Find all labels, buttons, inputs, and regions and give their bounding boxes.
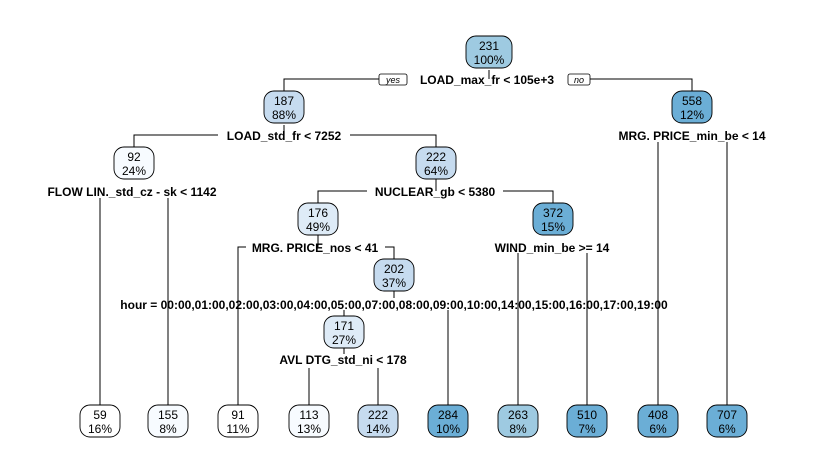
leaf-box <box>566 404 608 438</box>
node-value: 187 <box>274 94 294 108</box>
leaf-node-9: 408 6% <box>637 404 679 438</box>
tree-edges <box>99 70 728 405</box>
leaf-node-8: 510 7% <box>566 404 608 438</box>
leaf-node-2: 155 8% <box>147 404 189 438</box>
leaf-node-4: 113 13% <box>288 404 330 438</box>
node-value: 176 <box>308 206 328 220</box>
leaf-percent: 8% <box>159 422 177 436</box>
no-tag: no <box>567 73 591 86</box>
leaf-node-3: 91 11% <box>217 404 259 438</box>
split-label-3: FLOW LIN._std_cz - sk < 1142 <box>47 185 216 199</box>
no-label: no <box>574 75 584 85</box>
tree-node-558: 558 12% <box>671 90 713 124</box>
node-value: 231 <box>479 39 499 53</box>
node-value: 202 <box>384 262 404 276</box>
leaf-box <box>357 404 399 438</box>
split-label-6: WIND_min_be >= 14 <box>495 241 610 255</box>
tree-node-187: 187 88% <box>263 90 305 124</box>
leaf-percent: 6% <box>649 422 667 436</box>
yes-tag: yes <box>378 73 408 86</box>
split-label-0: LOAD_max_fr < 105e+3 <box>420 73 554 87</box>
node-box <box>113 146 155 180</box>
tree-node-222: 222 64% <box>415 146 457 180</box>
leaf-value: 510 <box>577 408 597 422</box>
node-box <box>415 146 457 180</box>
leaf-percent: 13% <box>297 422 321 436</box>
leaf-node-10: 707 6% <box>706 404 748 438</box>
node-percent: 49% <box>306 220 330 234</box>
leaf-node-1: 59 16% <box>79 404 121 438</box>
leaf-box <box>497 404 539 438</box>
leaf-percent: 16% <box>88 422 112 436</box>
leaf-node-7: 263 8% <box>497 404 539 438</box>
node-percent: 64% <box>424 164 448 178</box>
split-label-8: AVL DTG_std_ni < 178 <box>279 353 407 367</box>
split-label-4: NUCLEAR_gb < 5380 <box>375 185 496 199</box>
leaf-percent: 10% <box>436 422 460 436</box>
node-value: 92 <box>127 150 141 164</box>
leaf-value: 113 <box>299 408 318 422</box>
node-box <box>297 202 339 236</box>
tree-node-176: 176 49% <box>297 202 339 236</box>
node-percent: 27% <box>332 333 356 347</box>
tree-node-root: 231 100% <box>465 35 513 69</box>
internal-nodes: 231 100% 187 88% 558 12% 92 24% 222 64% … <box>113 35 713 349</box>
node-box <box>671 90 713 124</box>
leaf-percent: 6% <box>718 422 736 436</box>
node-percent: 15% <box>541 220 565 234</box>
node-percent: 12% <box>680 108 704 122</box>
leaf-nodes: 59 16% 155 8% 91 11% 113 13% 222 14% 284… <box>79 404 748 438</box>
node-box <box>532 202 574 236</box>
node-value: 372 <box>543 206 563 220</box>
tree-node-372: 372 15% <box>532 202 574 236</box>
node-box <box>373 258 415 292</box>
leaf-box <box>427 404 469 438</box>
split-label-1: LOAD_std_fr < 7252 <box>227 129 342 143</box>
node-box <box>465 35 513 69</box>
split-label-5: MRG. PRICE_nos < 41 <box>252 241 379 255</box>
leaf-percent: 7% <box>578 422 596 436</box>
tree-node-202: 202 37% <box>373 258 415 292</box>
node-percent: 88% <box>272 108 296 122</box>
node-box <box>263 90 305 124</box>
leaf-box <box>217 404 259 438</box>
leaf-percent: 14% <box>366 422 390 436</box>
node-percent: 24% <box>122 164 146 178</box>
node-percent: 100% <box>474 53 505 67</box>
leaf-node-6: 284 10% <box>427 404 469 438</box>
leaf-value: 155 <box>158 408 178 422</box>
leaf-value: 707 <box>717 408 737 422</box>
node-value: 222 <box>426 150 446 164</box>
leaf-value: 284 <box>438 408 458 422</box>
leaf-box <box>637 404 679 438</box>
node-value: 558 <box>682 94 702 108</box>
tree-node-92: 92 24% <box>113 146 155 180</box>
leaf-percent: 11% <box>226 422 249 436</box>
leaf-value: 222 <box>368 408 388 422</box>
leaf-box <box>288 404 330 438</box>
leaf-box <box>147 404 189 438</box>
node-box <box>323 315 365 349</box>
leaf-value: 408 <box>648 408 668 422</box>
yes-label: yes <box>385 75 401 85</box>
leaf-box <box>79 404 121 438</box>
node-value: 171 <box>334 319 354 333</box>
split-label-2: MRG. PRICE_min_be < 14 <box>618 129 765 143</box>
split-label-7: hour = 00:00,01:00,02:00,03:00,04:00,05:… <box>120 298 668 312</box>
node-percent: 37% <box>382 276 406 290</box>
leaf-box <box>706 404 748 438</box>
leaf-value: 59 <box>93 408 107 422</box>
split-labels: LOAD_max_fr < 105e+3 LOAD_std_fr < 7252 … <box>47 73 765 367</box>
leaf-value: 263 <box>508 408 528 422</box>
leaf-value: 91 <box>231 408 245 422</box>
leaf-node-5: 222 14% <box>357 404 399 438</box>
leaf-percent: 8% <box>509 422 527 436</box>
tree-node-171: 171 27% <box>323 315 365 349</box>
